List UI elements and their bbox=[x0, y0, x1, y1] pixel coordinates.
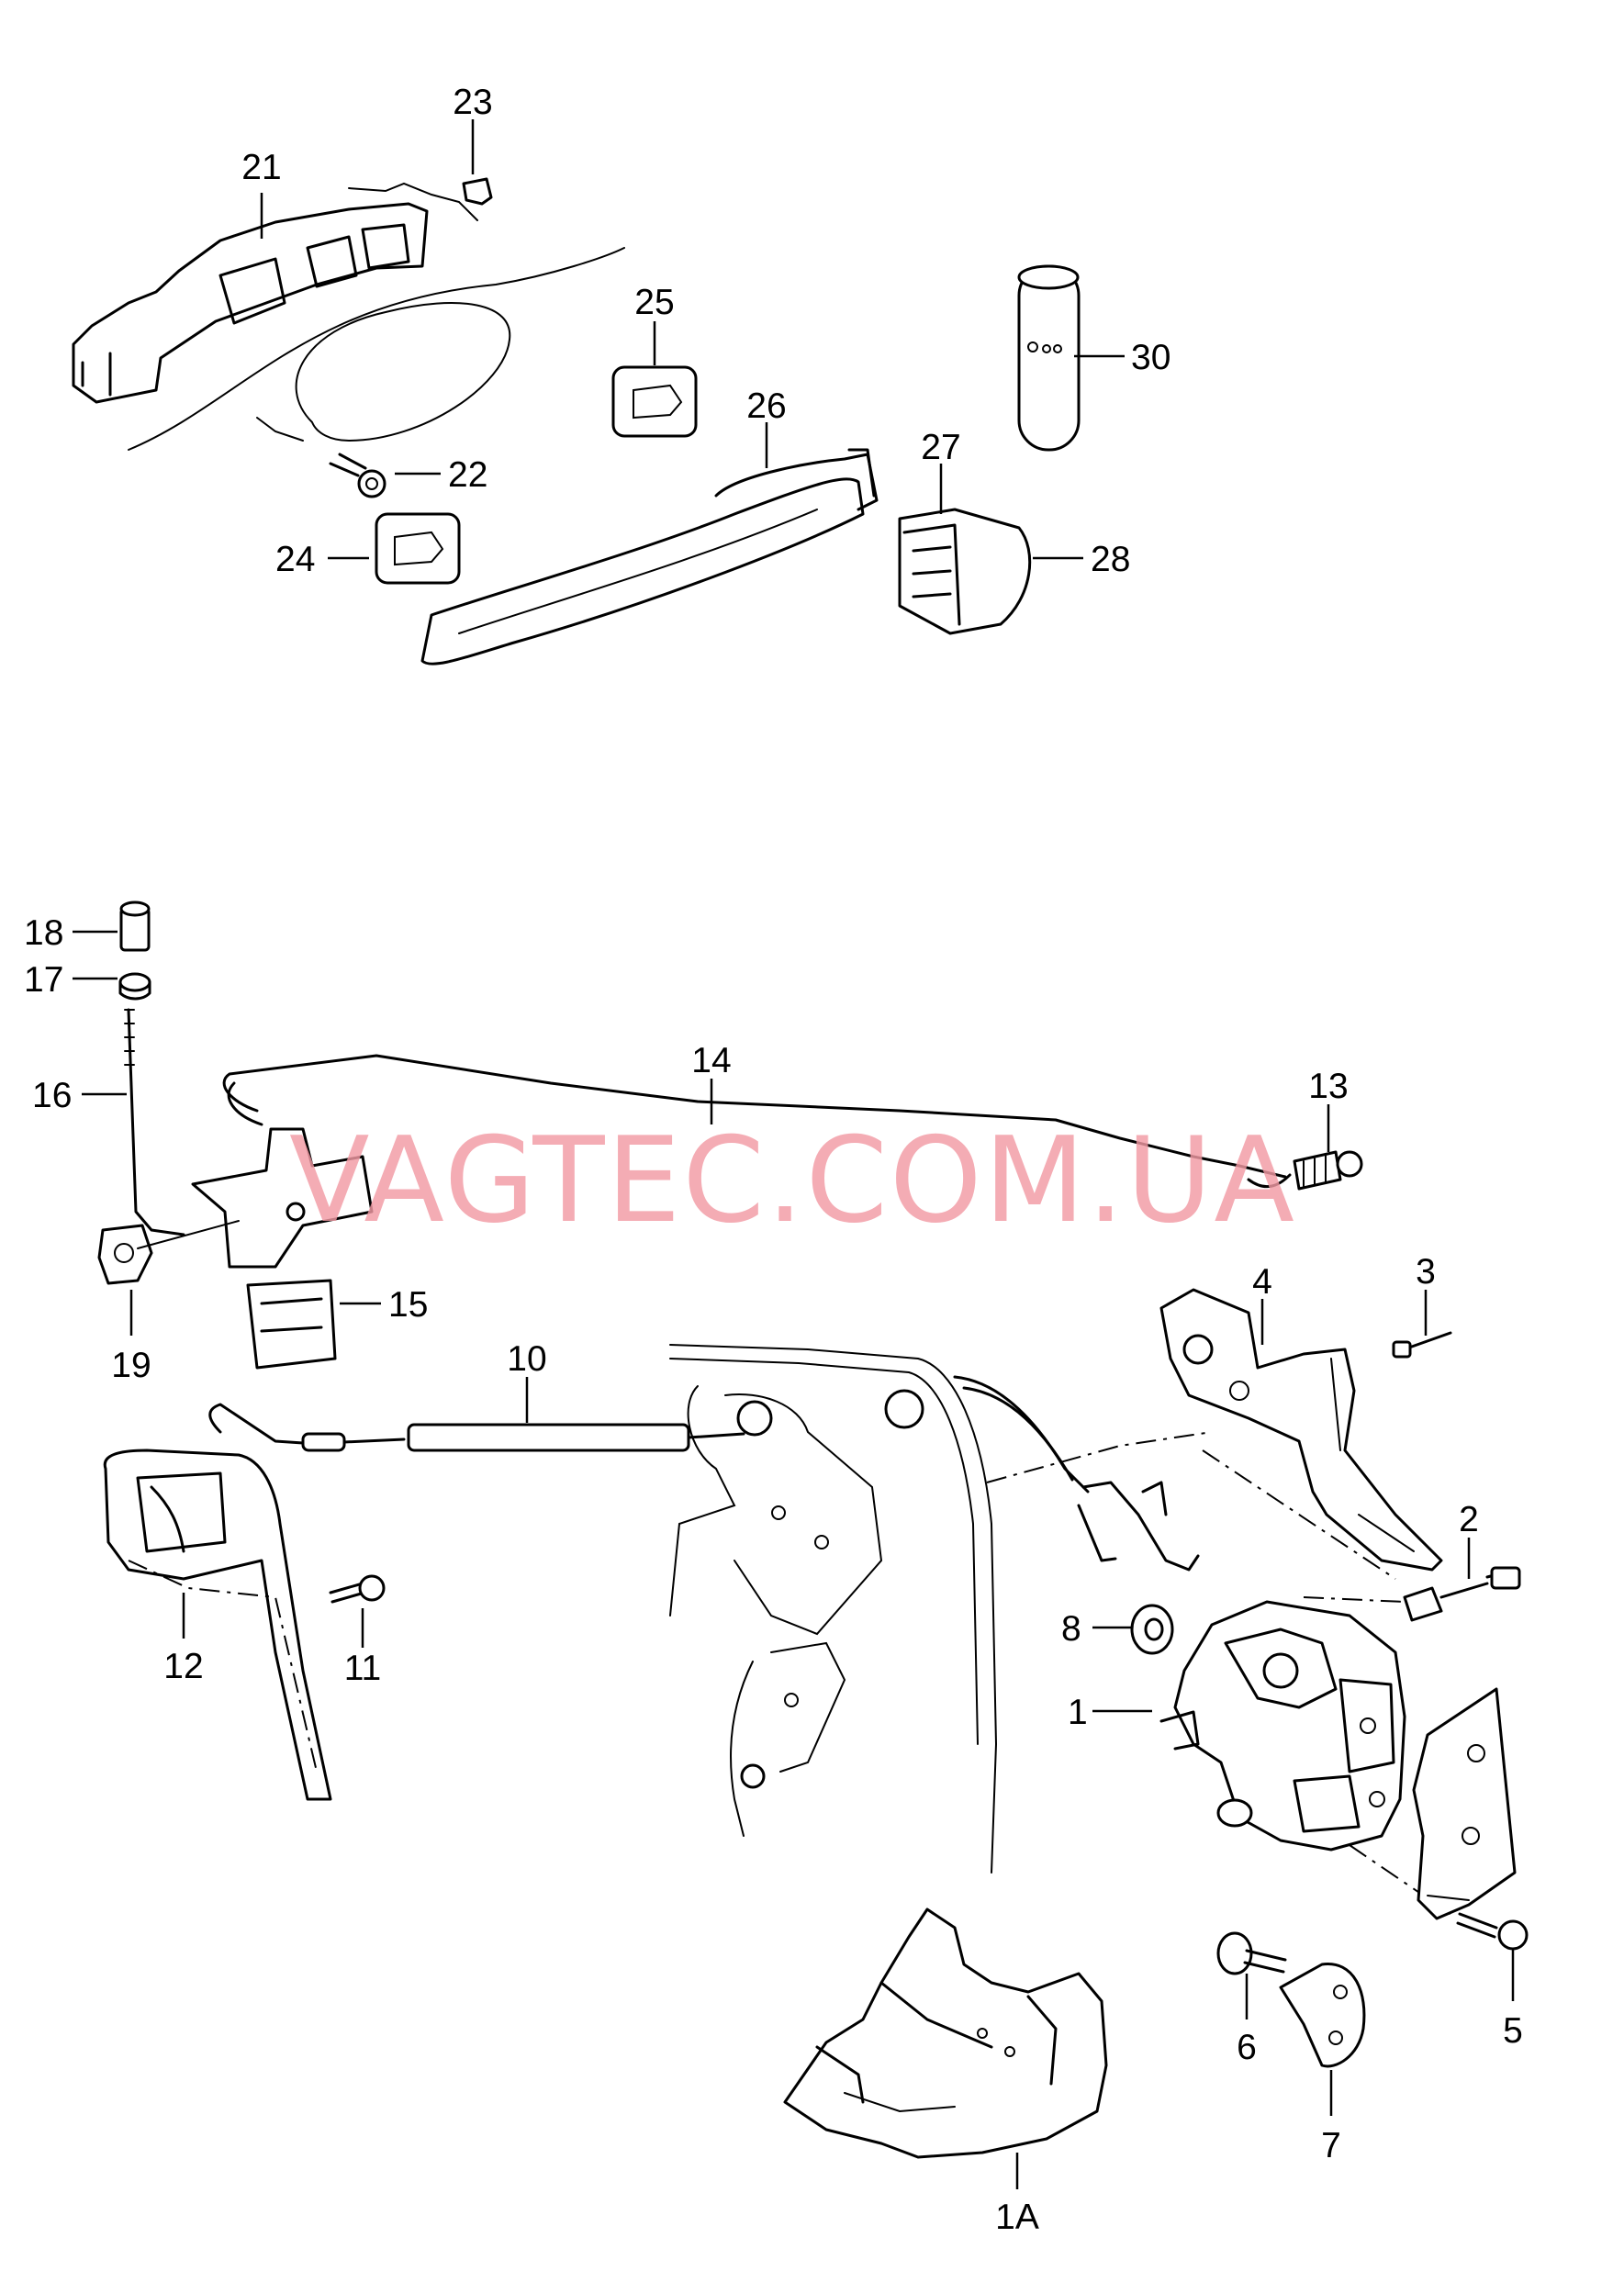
callout-16: 16 bbox=[32, 1076, 72, 1115]
callout-25: 25 bbox=[634, 283, 674, 322]
callout-19: 19 bbox=[111, 1346, 151, 1385]
lock-dash-lines bbox=[986, 1431, 1451, 1915]
screw-11 bbox=[329, 1574, 386, 1604]
callout-4: 4 bbox=[1252, 1262, 1272, 1302]
callout-17: 17 bbox=[24, 960, 63, 1000]
cable-to-lock bbox=[953, 1375, 1200, 1572]
door-panel-outline bbox=[128, 247, 625, 451]
callout-21: 21 bbox=[241, 148, 281, 187]
gasket-25 bbox=[611, 365, 698, 438]
grommet-19 bbox=[97, 1224, 153, 1285]
pull-handle-26 bbox=[420, 448, 879, 666]
callout-11: 11 bbox=[344, 1649, 382, 1688]
callout-27: 27 bbox=[921, 428, 960, 467]
callout-8: 8 bbox=[1061, 1609, 1081, 1649]
pin-3 bbox=[1392, 1331, 1452, 1359]
screw-5 bbox=[1456, 1912, 1529, 1951]
bolt-18 bbox=[119, 901, 151, 952]
callout-1a: 1A bbox=[995, 2198, 1039, 2237]
callout-13: 13 bbox=[1308, 1067, 1348, 1106]
screw-22 bbox=[329, 453, 386, 498]
callout-6: 6 bbox=[1237, 2028, 1257, 2067]
striker-plate-7 bbox=[1279, 1963, 1366, 2068]
callout-7: 7 bbox=[1321, 2126, 1341, 2165]
callout-5: 5 bbox=[1503, 2011, 1523, 2051]
door-lock-1 bbox=[1159, 1600, 1406, 1851]
callout-1: 1 bbox=[1068, 1693, 1088, 1732]
clip-17 bbox=[118, 972, 151, 1001]
trim-cap-23 bbox=[462, 177, 493, 206]
callout-12: 12 bbox=[163, 1647, 203, 1686]
watermark: VAGTEC.COM.UA bbox=[289, 1113, 1296, 1249]
inner-handle-12 bbox=[103, 1449, 332, 1801]
callout-23: 23 bbox=[453, 83, 492, 122]
callout-26: 26 bbox=[746, 386, 786, 426]
bolt-6 bbox=[1216, 1931, 1287, 1975]
gasket-24 bbox=[375, 512, 461, 585]
callout-labels: 23 21 22 24 25 26 30 27 28 18 17 16 14 1… bbox=[24, 83, 1523, 2237]
lock-cylinder-30 bbox=[1017, 264, 1081, 452]
cable-10 bbox=[208, 1403, 745, 1452]
callout-30: 30 bbox=[1131, 338, 1170, 377]
door-frame bbox=[669, 1344, 998, 1874]
pin-2 bbox=[1403, 1566, 1521, 1622]
callout-18: 18 bbox=[24, 913, 63, 953]
door-handle-bracket bbox=[72, 182, 478, 404]
washer-8 bbox=[1130, 1604, 1174, 1655]
bellcrank-15 bbox=[137, 1127, 374, 1370]
rod-14 bbox=[222, 1054, 1292, 1189]
nipple-13 bbox=[1293, 1150, 1363, 1191]
callout-2: 2 bbox=[1459, 1500, 1479, 1539]
callout-leaders bbox=[73, 119, 1515, 2189]
callout-22: 22 bbox=[448, 455, 487, 495]
lock-cover-1a bbox=[783, 1907, 1108, 2159]
door-pillar-section bbox=[1412, 1687, 1517, 1920]
bracket-4 bbox=[1159, 1288, 1443, 1572]
callout-28: 28 bbox=[1091, 540, 1130, 579]
callout-3: 3 bbox=[1416, 1252, 1436, 1292]
callout-10: 10 bbox=[507, 1339, 546, 1379]
end-cap-27-28 bbox=[898, 508, 1032, 635]
callout-24: 24 bbox=[275, 540, 315, 579]
rod-16 bbox=[124, 1008, 185, 1236]
callout-14: 14 bbox=[691, 1041, 731, 1080]
callout-15: 15 bbox=[388, 1285, 428, 1325]
